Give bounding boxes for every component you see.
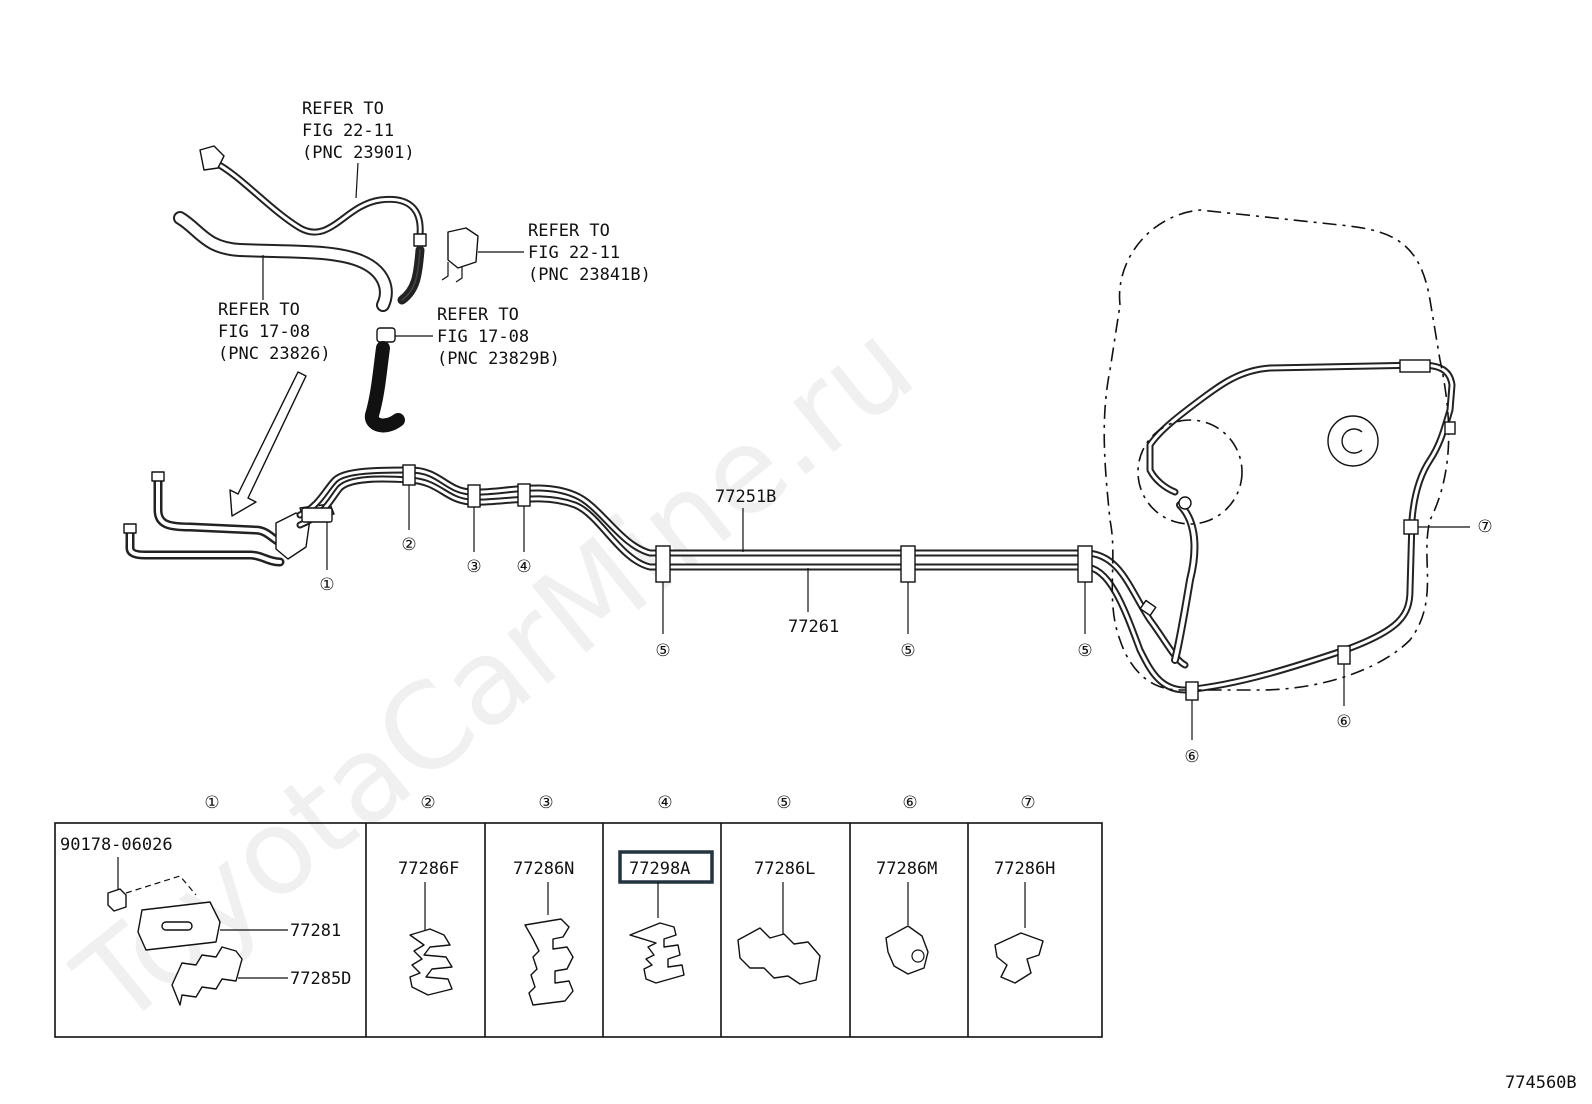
ref-line: FIG 17-08 [218,322,310,342]
ref-line: REFER TO [528,221,610,241]
callout-6: ⑥ [1336,712,1351,732]
callout-5: ⑤ [655,641,670,661]
ref-line: (PNC 23829B) [437,349,560,369]
ref-line: (PNC 23826) [218,344,331,364]
hose-small [397,245,425,305]
table-header-3: ③ [538,793,553,813]
pipe-label-77251b: 77251B [715,487,776,507]
ref-line: FIG 22-11 [302,121,394,141]
part-number-77286f: 77286F [398,859,459,879]
parts-table: ① ② ③ ④ ⑤ ⑥ ⑦ 90178-06026 77281 77285D 7… [54,793,1103,1038]
ref-label-pnc-23901: REFER TO FIG 22-11 (PNC 23901) [302,99,415,163]
part-number-90178-06026: 90178-06026 [60,835,173,855]
ref-label-pnc-23841b: REFER TO FIG 22-11 (PNC 23841B) [528,221,651,285]
pipe-label-77261: 77261 [788,617,839,637]
ref-line: FIG 17-08 [437,327,529,347]
table-header-4: ④ [657,793,672,813]
ref-line: REFER TO [437,305,519,325]
fuel-tank-outline [1103,209,1450,691]
callout-5: ⑤ [1077,641,1092,661]
callout-5: ⑤ [900,641,915,661]
part-number-77281: 77281 [290,921,341,941]
table-header-6: ⑥ [902,793,917,813]
hose-23901 [199,145,427,247]
part-number-77286m: 77286M [876,859,937,879]
callout-7: ⑦ [1477,517,1492,537]
table-header-7: ⑦ [1020,793,1035,813]
part-number-77286l: 77286L [754,859,815,879]
figure-id: 774560B [1505,1073,1577,1093]
highlight-box [618,850,714,884]
ref-line: (PNC 23901) [302,143,415,163]
arrow-to-connection [229,371,307,517]
connector-23829b [364,327,433,433]
table-header-2: ② [420,793,435,813]
ref-label-pnc-23829b: REFER TO FIG 17-08 (PNC 23829B) [437,305,560,369]
callout-6: ⑥ [1184,747,1199,767]
callout-1: ① [319,575,334,595]
table-header-5: ⑤ [776,793,791,813]
fuel-line-77261 [296,361,1456,694]
ref-line: REFER TO [218,300,300,320]
part-number-77285d: 77285D [290,969,351,989]
ref-label-pnc-23826: REFER TO FIG 17-08 (PNC 23826) [218,300,331,364]
pipe-clamps [301,359,1456,701]
table-header-1: ① [204,793,219,813]
part-number-77286h: 77286H [994,859,1055,879]
ref-line: REFER TO [302,99,384,119]
part-number-77286n: 77286N [513,859,574,879]
ref-line: FIG 22-11 [528,243,620,263]
fuel-line-77251b [296,466,1189,669]
callout-3: ③ [466,557,481,577]
ref-line: (PNC 23841B) [528,265,651,285]
callout-2: ② [401,535,416,555]
part-number-77298a: 77298A [629,859,690,879]
valve-23841b [441,227,524,283]
pump-outlet-tube [1139,496,1199,664]
hose-23826 [173,211,393,312]
callout-group: ① ② ③ ④ ⑤ ⑤ ⑤ ⑥ ⑥ ⑦ [319,485,1493,767]
callout-4: ④ [516,557,531,577]
